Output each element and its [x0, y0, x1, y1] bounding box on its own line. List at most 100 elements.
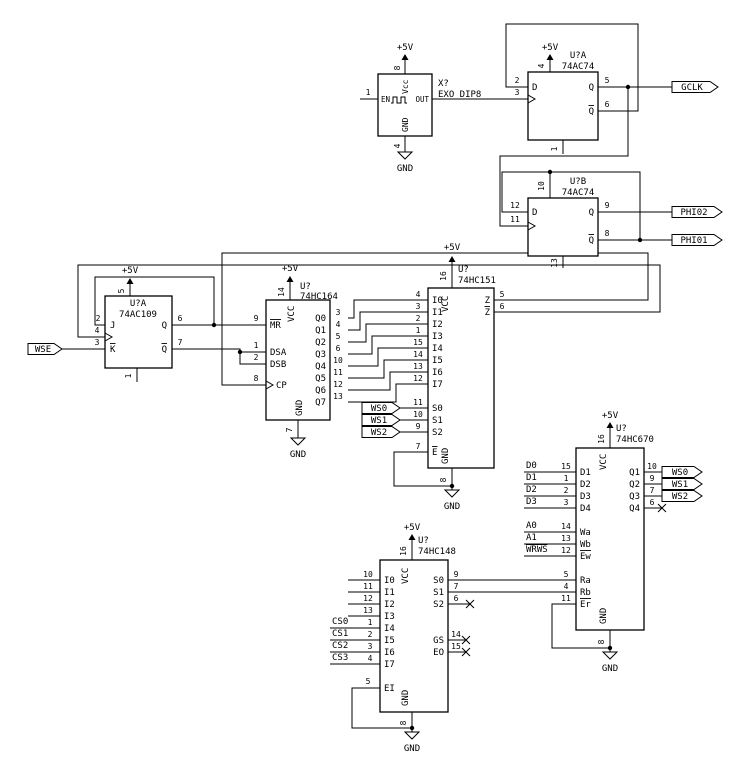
power-arrow-icon — [126, 278, 134, 284]
pin-label: GND — [401, 690, 411, 706]
power-label: GND — [290, 450, 306, 460]
pin-label: Wb — [580, 540, 591, 550]
priority-encoder-symbol[interactable]: U? 74HC148 VCC GND I0 I1 I2 I3 I4 I5 I6 … — [332, 536, 461, 725]
pin-label: D — [532, 208, 537, 218]
component-ref: U? — [300, 282, 311, 292]
net-label: A0 — [526, 521, 537, 531]
pin-number: 16 — [439, 271, 448, 281]
net-tag-ws1-out[interactable]: WS1 — [661, 478, 703, 491]
component-value: 74HC148 — [418, 547, 456, 557]
flipflop-b-body[interactable] — [527, 197, 599, 257]
pin-number: 5 — [117, 288, 126, 293]
pin-number: 13 — [561, 534, 571, 543]
pin-label: GS — [433, 636, 444, 646]
ground-symbol[interactable]: GND — [396, 151, 414, 174]
net-tag-ws1-select[interactable]: WS1 — [361, 414, 401, 427]
oscillator-symbol[interactable]: X? EXO_DIP8 EN OUT Vcc GND 1 8 4 — [366, 65, 482, 148]
pin-label: I5 — [384, 636, 395, 646]
pin-label: S0 — [433, 576, 444, 586]
net-tag-ws0-select[interactable]: WS0 — [361, 402, 401, 415]
port-tag-shape — [671, 206, 723, 218]
power-5v-symbol[interactable]: +5V — [542, 43, 559, 60]
power-label: +5V — [397, 43, 414, 53]
pin-number: 11 — [333, 368, 343, 377]
multiplexer-body[interactable] — [427, 287, 495, 469]
port-tag-shape — [27, 343, 63, 355]
ground-symbol[interactable]: GND — [403, 731, 421, 754]
net-tag-ws2-out[interactable]: WS2 — [661, 490, 703, 503]
net-label: CS3 — [332, 653, 348, 663]
pin-label: Q5 — [315, 374, 326, 384]
net-label: D0 — [526, 461, 537, 471]
pin-label: S2 — [432, 428, 443, 438]
register-file-symbol[interactable]: U? 74HC670 VCC GND D1 D2 D3 D4 15 1 2 3 … — [526, 424, 657, 644]
ground-icon — [443, 489, 461, 498]
ground-symbol[interactable]: GND — [601, 651, 619, 674]
pin-label: Q — [589, 208, 594, 218]
port-tag-wse[interactable]: WSE — [27, 343, 63, 356]
port-tag-shape — [661, 478, 703, 490]
power-5v-symbol[interactable]: +5V — [602, 411, 619, 428]
port-tag-gclk[interactable]: GCLK — [671, 81, 719, 94]
component-value: 74HC151 — [458, 276, 496, 286]
ground-symbol[interactable]: GND — [443, 489, 461, 512]
pin-label: E — [432, 448, 437, 458]
pin-number: 5 — [564, 570, 569, 579]
pin-number: 13 — [413, 362, 423, 371]
net-label: D2 — [526, 485, 537, 495]
ground-symbol[interactable]: GND — [289, 437, 307, 460]
pin-number: 8 — [393, 65, 402, 70]
net-tag-ws0-out[interactable]: WS0 — [661, 466, 703, 479]
pin-number: 5 — [605, 76, 610, 85]
ground-icon — [403, 731, 421, 740]
flipflop-b-symbol[interactable]: U?B 74AC74 D Q Q 12 11 9 8 10 13 — [510, 177, 609, 268]
oscillator-body[interactable] — [377, 73, 433, 137]
shift-register-body[interactable] — [265, 299, 331, 421]
pin-number: 6 — [454, 594, 459, 603]
clock-edge-icon — [527, 221, 537, 231]
pin-label: Rb — [580, 588, 591, 598]
pin-label: VCC — [287, 306, 297, 322]
priority-encoder-body[interactable] — [379, 559, 449, 713]
pin-number: 8 — [254, 374, 259, 383]
pin-number: 10 — [413, 410, 423, 419]
pin-number: 1 — [550, 146, 559, 151]
flipflop-a-body[interactable] — [527, 71, 599, 141]
pin-label: K — [110, 345, 116, 355]
pin-number: 2 — [96, 314, 101, 323]
pin-label: D4 — [580, 504, 591, 514]
port-tag-phi01[interactable]: PHI01 — [671, 234, 723, 247]
jk-flipflop-body[interactable] — [104, 295, 173, 369]
pin-number: 11 — [561, 594, 571, 603]
pin-number: 7 — [178, 338, 183, 347]
pin-number: 14 — [561, 522, 571, 531]
jk-flipflop-symbol[interactable]: U?A 74AC109 J K Q Q 2 4 3 6 7 5 1 — [95, 288, 183, 378]
power-5v-symbol[interactable]: +5V — [404, 523, 421, 540]
pin-number: 4 — [393, 143, 402, 148]
ground-icon — [289, 437, 307, 446]
pin-label: Z — [485, 296, 491, 306]
component-ref: U?B — [570, 177, 586, 187]
flipflop-a-symbol[interactable]: U?A 74AC74 D Q Q 2 3 5 6 4 1 — [515, 51, 610, 151]
power-5v-symbol[interactable]: +5V — [282, 264, 299, 282]
pin-label: Vcc — [401, 79, 410, 94]
pin-label: I7 — [432, 380, 443, 390]
register-file-body[interactable] — [575, 447, 645, 631]
component-value: 74AC74 — [562, 188, 595, 198]
pin-number: 4 — [537, 63, 546, 68]
pin-label: I2 — [432, 320, 443, 330]
net-label: D3 — [526, 497, 537, 507]
shift-register-symbol[interactable]: U? 74HC164 VCC GND MR DSA DSB CP 9 1 2 8… — [254, 282, 343, 432]
port-tag-shape — [661, 466, 703, 478]
power-5v-symbol[interactable]: +5V — [122, 266, 139, 284]
pin-label: I6 — [432, 368, 443, 378]
power-5v-symbol[interactable]: +5V — [444, 243, 461, 262]
multiplexer-symbol[interactable]: U? 74HC151 VCC GND I0 I1 I2 I3 I4 I5 I6 … — [413, 265, 504, 482]
net-tag-ws2-select[interactable]: WS2 — [361, 426, 401, 439]
pin-number: 16 — [399, 546, 408, 556]
pin-label: EI — [384, 684, 395, 694]
pin-number: 4 — [368, 654, 373, 663]
power-5v-symbol[interactable]: +5V — [397, 43, 414, 60]
port-tag-phi02[interactable]: PHI02 — [671, 206, 723, 219]
pin-label: Q — [162, 345, 167, 355]
